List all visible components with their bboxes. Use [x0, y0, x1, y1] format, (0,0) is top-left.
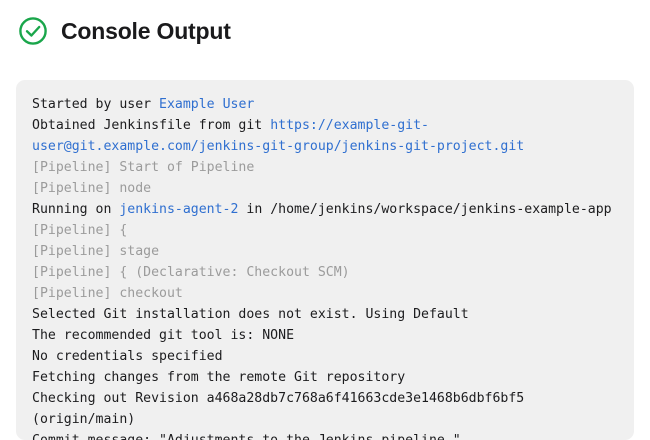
- console-text: Started by user: [32, 97, 160, 112]
- line-obtained-jenkinsfile: Obtained Jenkinsfile from git https://ex…: [32, 115, 618, 157]
- console-text: [Pipeline] { (Declarative: Checkout SCM): [32, 265, 350, 280]
- line-checking-out-revision: Checking out Revision a468a28db7c768a6f4…: [32, 388, 618, 430]
- line-pipeline-open-brace: [Pipeline] {: [32, 220, 618, 241]
- line-commit-message: Commit message: "Adjustments to the Jenk…: [32, 430, 618, 440]
- line-pipeline-node: [Pipeline] node: [32, 178, 618, 199]
- page-title: Console Output: [61, 18, 231, 44]
- console-text: [Pipeline] checkout: [32, 286, 183, 301]
- console-link[interactable]: jenkins-agent-2: [119, 202, 239, 217]
- console-text: [Pipeline] node: [32, 181, 152, 196]
- console-text: [Pipeline] stage: [32, 244, 160, 259]
- console-link[interactable]: Example User: [159, 97, 255, 112]
- line-pipeline-checkout: [Pipeline] checkout: [32, 283, 618, 304]
- console-text: No credentials specified: [32, 349, 223, 364]
- console-text: Commit message: "Adjustments to the Jenk…: [32, 433, 461, 440]
- line-selected-git-installation: Selected Git installation does not exist…: [32, 304, 618, 325]
- line-running-on: Running on jenkins-agent-2 in /home/jenk…: [32, 199, 618, 220]
- line-pipeline-start: [Pipeline] Start of Pipeline: [32, 157, 618, 178]
- line-started-by-user: Started by user Example User: [32, 94, 618, 115]
- console-link[interactable]: https://example-git-user@git.example.com…: [32, 118, 525, 154]
- console-text: Selected Git installation does not exist…: [32, 307, 469, 322]
- line-no-credentials: No credentials specified: [32, 346, 618, 367]
- line-pipeline-declarative-checkout: [Pipeline] { (Declarative: Checkout SCM): [32, 262, 618, 283]
- line-fetching-changes: Fetching changes from the remote Git rep…: [32, 367, 618, 388]
- line-recommended-git-tool: The recommended git tool is: NONE: [32, 325, 618, 346]
- console-text: Checking out Revision a468a28db7c768a6f4…: [32, 391, 533, 427]
- console-text: Fetching changes from the remote Git rep…: [32, 370, 406, 385]
- page-header: Console Output: [0, 0, 650, 48]
- console-text: Running on: [32, 202, 120, 217]
- console-text: [Pipeline] {: [32, 223, 128, 238]
- check-circle-icon: [19, 17, 47, 45]
- console-text: The recommended git tool is: NONE: [32, 328, 295, 343]
- line-pipeline-stage: [Pipeline] stage: [32, 241, 618, 262]
- console-text: in /home/jenkins/workspace/jenkins-examp…: [238, 202, 612, 217]
- console-text: [Pipeline] Start of Pipeline: [32, 160, 255, 175]
- console-text: Obtained Jenkinsfile from git: [32, 118, 271, 133]
